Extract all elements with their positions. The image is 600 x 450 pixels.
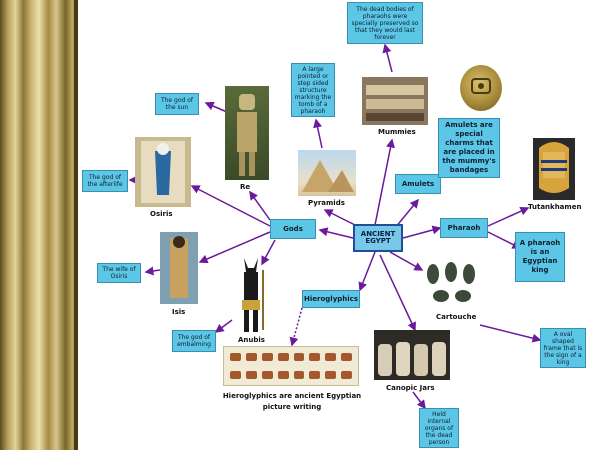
re-label: Re (240, 183, 251, 191)
hieroglyphics-caption-line1: Hieroglyphics are ancient Egyptian (222, 392, 362, 400)
link-center-pharaoh (402, 225, 442, 239)
tutankhamen-mask-image (533, 138, 575, 200)
hieroglyphics-strip-image (223, 346, 359, 386)
hieroglyphics-caption-line2: picture writing (262, 403, 322, 411)
link-gods-isis (198, 231, 271, 264)
cartouche-desc-box: A oval shaped frame that is the sign of … (540, 328, 586, 368)
link-center-mummies (374, 138, 395, 226)
link-isis-box (144, 266, 161, 276)
center-node: ANCIENT EGYPT (353, 224, 403, 252)
isis-painting-image (160, 232, 198, 304)
link-pharaoh-tut (487, 206, 530, 227)
link-anubis-box (214, 319, 233, 333)
pyramids-desc-box: A large pointed or step sided structure … (291, 63, 335, 117)
link-re-box (204, 101, 228, 113)
gods-box: Gods (270, 219, 316, 239)
isis-label: Isis (172, 308, 186, 316)
amulets-box: Amulets (395, 174, 441, 194)
isis-desc-box: The wife of Osiris (97, 263, 141, 283)
mummies-photo (362, 77, 428, 125)
link-canopic-box (412, 391, 426, 410)
anubis-label: Anubis (238, 336, 265, 344)
pyramids-label: Pyramids (308, 199, 345, 207)
link-center-pyramids (323, 209, 356, 226)
egyptian-column-border (0, 0, 78, 450)
link-center-hieroglyphics (358, 251, 376, 292)
link-mummies-box (382, 43, 393, 73)
tutankhamen-label: Tutankhamen (528, 203, 582, 211)
re-statue-image (225, 86, 269, 180)
canopic-jars-image (374, 330, 450, 380)
anubis-desc-box: The god of embalming (172, 330, 216, 352)
amulet-coin-image (460, 65, 502, 111)
osiris-painting-image (135, 137, 191, 207)
pyramids-photo (298, 150, 356, 196)
link-gods-re (249, 190, 271, 221)
pharaoh-box: Pharaoh (440, 218, 488, 238)
canopic-jars-label: Canopic Jars (386, 384, 435, 392)
anubis-image (232, 254, 272, 334)
link-gods-osiris (190, 185, 271, 227)
mummies-desc-box: The dead bodies of pharaohs were special… (347, 2, 423, 44)
cartouche-image (423, 258, 485, 308)
re-desc-box: The god of the sun (155, 93, 199, 115)
osiris-desc-box: The god of the afterlife (82, 170, 128, 192)
canopic-desc-box: Held internal organs of the dead person (419, 408, 459, 448)
mummies-label: Mummies (378, 128, 416, 136)
link-hieroglyphics-strip (289, 307, 303, 347)
link-pharaoh-desc (487, 231, 522, 249)
link-center-canopic (379, 254, 416, 332)
link-center-amulets (394, 198, 419, 229)
cartouche-label: Cartouche (436, 313, 477, 321)
link-cartouche-box (479, 324, 542, 343)
pharaoh-desc-box: A pharaoh is an Egyptian king (515, 232, 565, 282)
link-center-gods (318, 227, 354, 239)
link-center-cartouche (389, 251, 424, 271)
link-pyramids-box (313, 118, 323, 149)
hieroglyphics-box: Hieroglyphics (302, 290, 360, 308)
link-gods-anubis (261, 239, 276, 266)
amulets-desc-box: Amulets are special charms that are plac… (438, 118, 500, 178)
osiris-label: Osiris (150, 210, 173, 218)
